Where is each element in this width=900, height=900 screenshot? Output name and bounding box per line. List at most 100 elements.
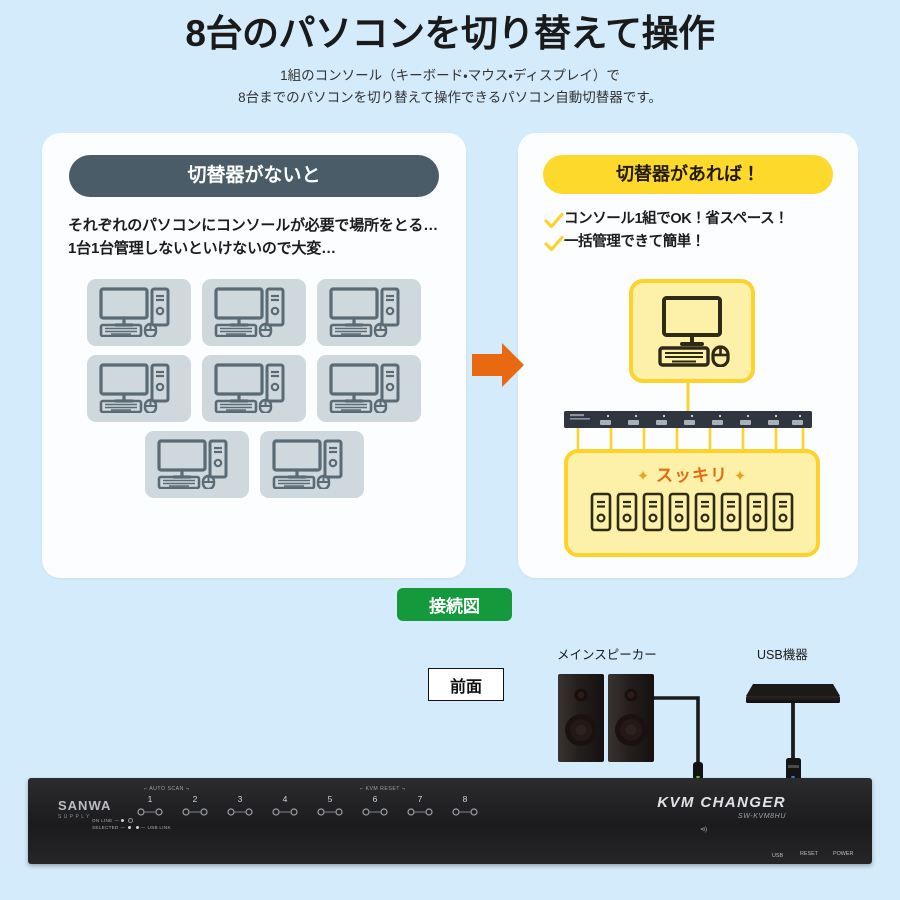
desktop-pc-icon <box>156 439 227 489</box>
tower-row <box>568 492 816 532</box>
page-title: 8台のパソコンを切り替えて操作 <box>185 13 715 54</box>
pc-tile <box>259 430 364 498</box>
port-indicator-icon <box>137 808 163 816</box>
check-icon <box>544 212 564 229</box>
sukkiri-text: スッキリ <box>656 466 728 485</box>
desktop-pc-icon <box>99 287 170 337</box>
online-led <box>121 819 125 822</box>
section-badge-connection-diagram: 接続図 <box>397 588 512 621</box>
sanwa-logo-sub: SUPPLY <box>58 814 92 820</box>
port-button[interactable]: 1 <box>132 794 168 822</box>
sanwa-logo-main: SANWA <box>58 798 112 813</box>
card-with-switch: 切替器があれば！ コンソール1組でOK！省スペース！ 一括管理できて簡単！ <box>518 133 858 578</box>
port-button[interactable]: 7 <box>402 794 438 822</box>
connection-devices <box>558 674 840 780</box>
desktop-pc-icon <box>329 287 400 337</box>
pc-tile <box>144 430 249 498</box>
desktop-pc-icon <box>271 439 342 489</box>
port-indicator-icon <box>407 808 433 816</box>
diagram-connector-lines <box>576 375 805 449</box>
indicator-selected-row: SELECTED — — USB LINK <box>92 825 171 830</box>
device-model-number: SW-KVM8HU <box>737 813 786 820</box>
console-box <box>629 279 755 383</box>
speaker-icon <box>558 674 654 762</box>
desktop-pc-icon <box>99 363 170 413</box>
power-label: POWER <box>833 851 854 857</box>
pc-tower-box: ✦ スッキリ ✦ <box>564 449 820 557</box>
port-number: 5 <box>327 794 333 804</box>
card-with-switch-header: 切替器があれば！ <box>543 155 833 194</box>
console-monitor-keyboard-mouse-icon <box>658 296 730 367</box>
port-button[interactable]: 3 <box>222 794 258 822</box>
online-led-2 <box>128 818 134 823</box>
card-without-switch: 切替器がないと それぞれのパソコンにコンソールが必要で場所をとる… 1台1台管理… <box>42 133 466 578</box>
hero-subtitle-line-2: 8台までのパソコンを切り替えて操作できるパソコン自動切替器です。 <box>238 89 662 105</box>
list-item: 一括管理できて簡単！ <box>544 233 858 253</box>
pc-tile <box>202 278 306 346</box>
desktop-pc-icon <box>329 363 400 413</box>
device-brand: KVM CHANGER SW-KVM8HU <box>657 794 786 820</box>
kvm-topology-diagram: ✦ スッキリ ✦ <box>518 279 858 557</box>
port-number: 3 <box>237 794 243 804</box>
port-indicator-icon <box>272 808 298 816</box>
lead-line-2: 1台1台管理しないといけないので大変… <box>68 240 336 258</box>
port-number: 7 <box>417 794 423 804</box>
comparison-cards: 切替器がないと それぞれのパソコンにコンソールが必要で場所をとる… 1台1台管理… <box>0 133 900 578</box>
sukkiri-label: ✦ スッキリ ✦ <box>636 466 748 485</box>
kvm-switch-detail <box>564 411 812 428</box>
indicator-selected-label: SELECTED <box>92 825 119 830</box>
front-panel-label: 前面 <box>428 668 504 701</box>
port-button[interactable]: 2 <box>177 794 213 822</box>
pc-tile <box>317 278 421 346</box>
pc-tile <box>202 354 306 422</box>
pc-tower-icon <box>616 492 638 532</box>
list-item: コンソール1組でOK！省スペース！ <box>544 210 858 230</box>
indicator-online-label: ON LINE <box>92 818 113 823</box>
pc-grid <box>42 278 466 498</box>
connection-illustration: メインスピーカー USB機器 前面 <box>0 636 900 816</box>
selected-led <box>127 826 131 829</box>
card-without-switch-header: 切替器がないと <box>69 155 439 197</box>
pc-grid-row <box>87 278 421 346</box>
port-button[interactable]: 6 <box>357 794 393 822</box>
port-number: 1 <box>147 794 153 804</box>
port-button[interactable]: 4 <box>267 794 303 822</box>
kvm-switch-bar-icon <box>564 411 812 428</box>
usblink-led <box>135 826 139 829</box>
port-indicator-icon <box>452 808 478 816</box>
port-indicator-icon <box>317 808 343 816</box>
port-button[interactable]: 5 <box>312 794 348 822</box>
port-indicator-icon <box>182 808 208 816</box>
pc-grid-row <box>87 354 421 422</box>
speaker-label: メインスピーカー <box>557 648 657 662</box>
port-number: 6 <box>372 794 378 804</box>
sanwa-logo: SANWA SUPPLY <box>58 798 111 820</box>
port-indicator-icon <box>227 808 253 816</box>
desktop-pc-icon <box>214 363 285 413</box>
pc-tower-icon <box>746 492 768 532</box>
reset-button-label: RESET <box>800 851 818 857</box>
pc-tower-icon <box>694 492 716 532</box>
port-indicator-icon <box>362 808 388 816</box>
usb-port-label: USB <box>772 853 784 859</box>
hero-subtitle: 1組のコンソール（キーボード・マウス・ディスプレイ）で 8台までのパソコンを切り… <box>0 65 900 110</box>
port-button[interactable]: 8 <box>447 794 483 822</box>
pc-tower-icon <box>668 492 690 532</box>
indicator-usblink-label: USB LINK <box>147 825 171 830</box>
pc-tower-icon <box>590 492 612 532</box>
port-number: 2 <box>192 794 198 804</box>
check-icon <box>544 235 564 252</box>
desktop-pc-icon <box>214 287 285 337</box>
benefit-list: コンソール1組でOK！省スペース！ 一括管理できて簡単！ <box>544 210 858 253</box>
kvm-device-front-panel: SANWA SUPPLY ⌐ AUTO SCAN ¬ ⌐ KVM RESET ¬… <box>28 778 872 864</box>
usb-device-label: USB機器 <box>757 648 808 662</box>
benefit-label: 一括管理できて簡単！ <box>564 234 705 250</box>
pc-tile <box>87 278 191 346</box>
kvm-reset-label: ⌐ KVM RESET ¬ <box>360 786 406 792</box>
benefit-label: コンソール1組でOK！省スペース！ <box>564 211 789 227</box>
card-without-switch-lead: それぞれのパソコンにコンソールが必要で場所をとる… 1台1台管理しないといけない… <box>68 214 466 261</box>
device-brand-name: KVM CHANGER <box>657 794 786 811</box>
right-arrow-icon <box>472 343 524 387</box>
pc-tile <box>87 354 191 422</box>
